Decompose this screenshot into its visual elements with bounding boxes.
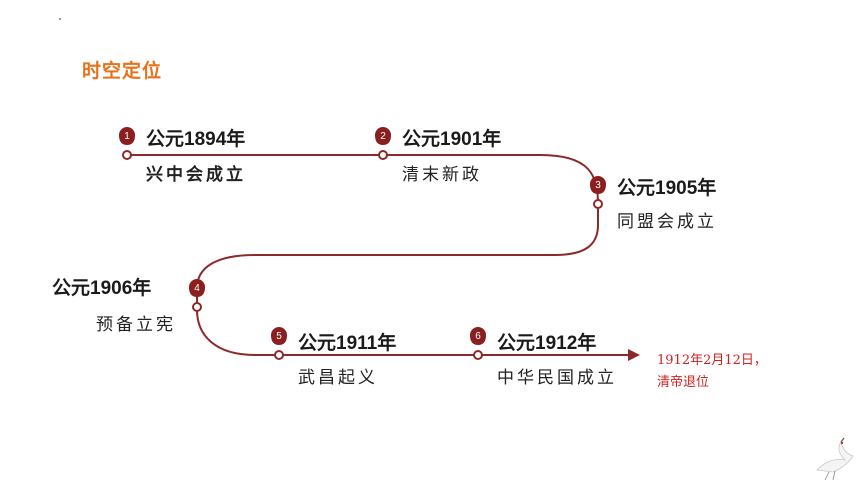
- corner-dot: [59, 18, 61, 20]
- note-line-1: 1912年2月12日，: [657, 353, 767, 368]
- milestone-node-2: 2: [375, 127, 391, 160]
- badge-number: 6: [475, 331, 481, 342]
- milestone-year-6: 公元1912年: [497, 333, 597, 354]
- milestone-event-1: 兴中会成立: [146, 165, 246, 185]
- milestone-node-6: 6: [470, 327, 486, 360]
- milestone-event-6: 中华民国成立: [497, 368, 617, 388]
- milestone-event-4: 预备立宪: [96, 315, 176, 335]
- badge-number: 1: [124, 131, 130, 142]
- milestone-year-1: 公元1894年: [146, 129, 246, 150]
- page-title: 时空定位: [82, 60, 163, 82]
- timeline-path: [127, 154, 630, 356]
- badge-number: 5: [276, 331, 282, 342]
- crane-icon: [816, 437, 854, 481]
- milestone-node-3: 3: [590, 176, 606, 209]
- badge-2-icon: 2: [375, 127, 391, 145]
- badge-5-icon: 5: [271, 327, 287, 345]
- milestone-year-5: 公元1911年: [298, 333, 397, 354]
- badge-6-icon: 6: [470, 327, 486, 345]
- milestone-event-5: 武昌起义: [298, 368, 378, 388]
- abdication-note: 1912年2月12日， 清帝退位: [657, 350, 807, 394]
- badge-3-icon: 3: [590, 176, 606, 194]
- badge-number: 2: [380, 131, 386, 142]
- milestone-node-1: 1: [119, 127, 135, 160]
- milestone-year-2: 公元1901年: [402, 129, 502, 150]
- milestone-node-4: 4: [189, 279, 205, 312]
- milestone-node-5: 5: [271, 327, 287, 360]
- note-line-2: 清帝退位: [657, 375, 710, 390]
- milestone-year-4: 公元1906年: [52, 278, 152, 299]
- badge-number: 3: [595, 180, 601, 191]
- badge-number: 4: [194, 283, 200, 294]
- milestone-event-2: 清末新政: [402, 165, 482, 185]
- badge-4-icon: 4: [189, 279, 205, 297]
- badge-1-icon: 1: [119, 127, 135, 145]
- timeline-arrowhead: [628, 349, 640, 361]
- milestone-event-3: 同盟会成立: [617, 212, 717, 232]
- milestone-year-3: 公元1905年: [617, 178, 717, 199]
